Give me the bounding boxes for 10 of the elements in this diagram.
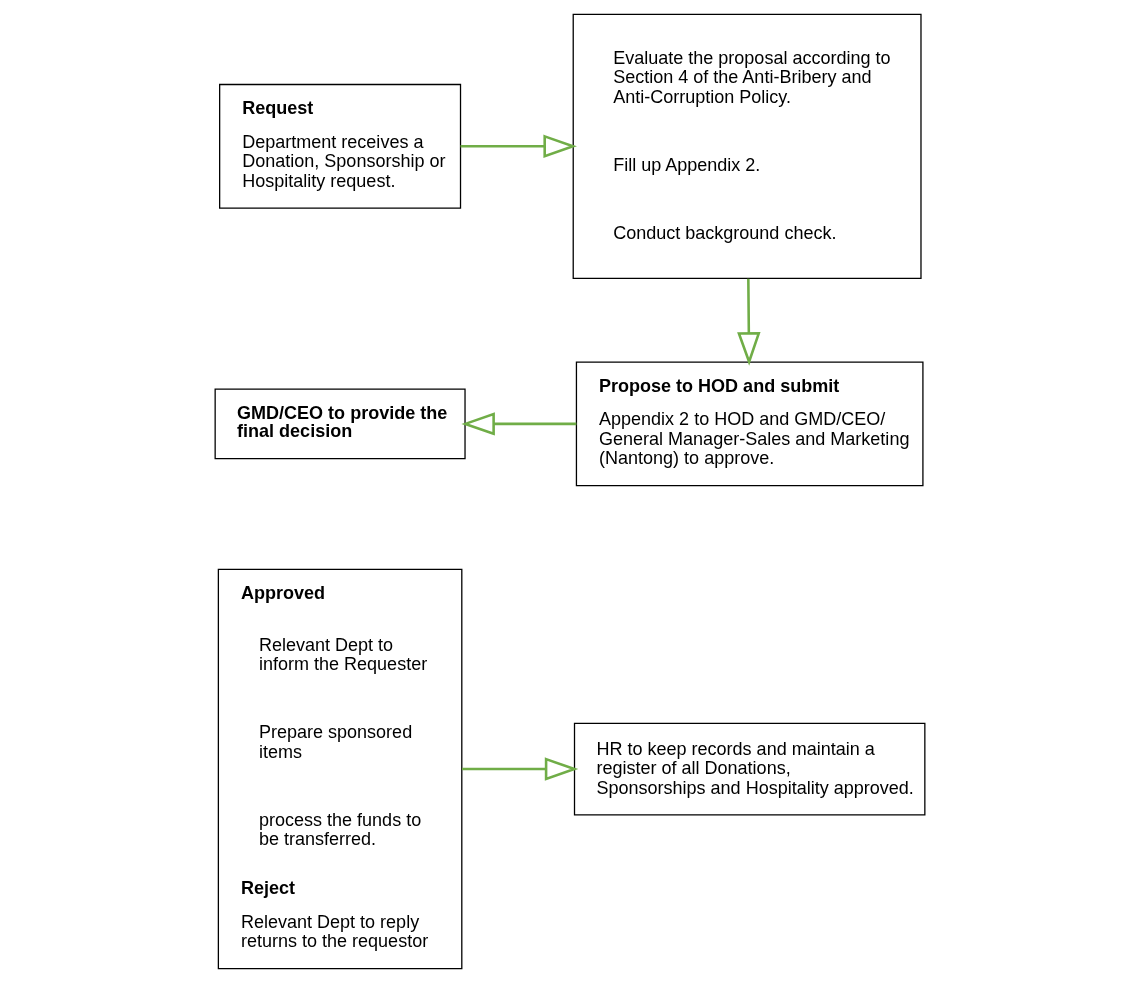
node-box: Propose to HOD and submit Appendix 2 to HOD and GMD/CEO/ General Manager-Sales and Marketing (Nantong) to approve. [575,360,924,486]
node-box: Approved Relevant Dept to inform the Requester Prepare sponsored items process the funds to be transferred. Reject Relevant Dept to reply returns to the requestor [217,568,462,969]
node-box: HR to keep records and maintain a register of all Donations, Sponsorships and Hospitality approved. [573,722,925,815]
node-box: Request Department receives a Donation, Sponsorship or Hospitality request. [218,83,461,209]
arrow [460,411,576,436]
node-box: Evaluate the proposal according to Section 4 of the Anti-Bribery and Anti-Corruption Policy. Fill up Appendix 2. Conduct background check. [572,13,922,279]
arrow [460,134,577,158]
arrow [461,756,578,781]
arrow [736,278,761,366]
node-box: GMD/CEO to provide the final decision [214,387,466,459]
